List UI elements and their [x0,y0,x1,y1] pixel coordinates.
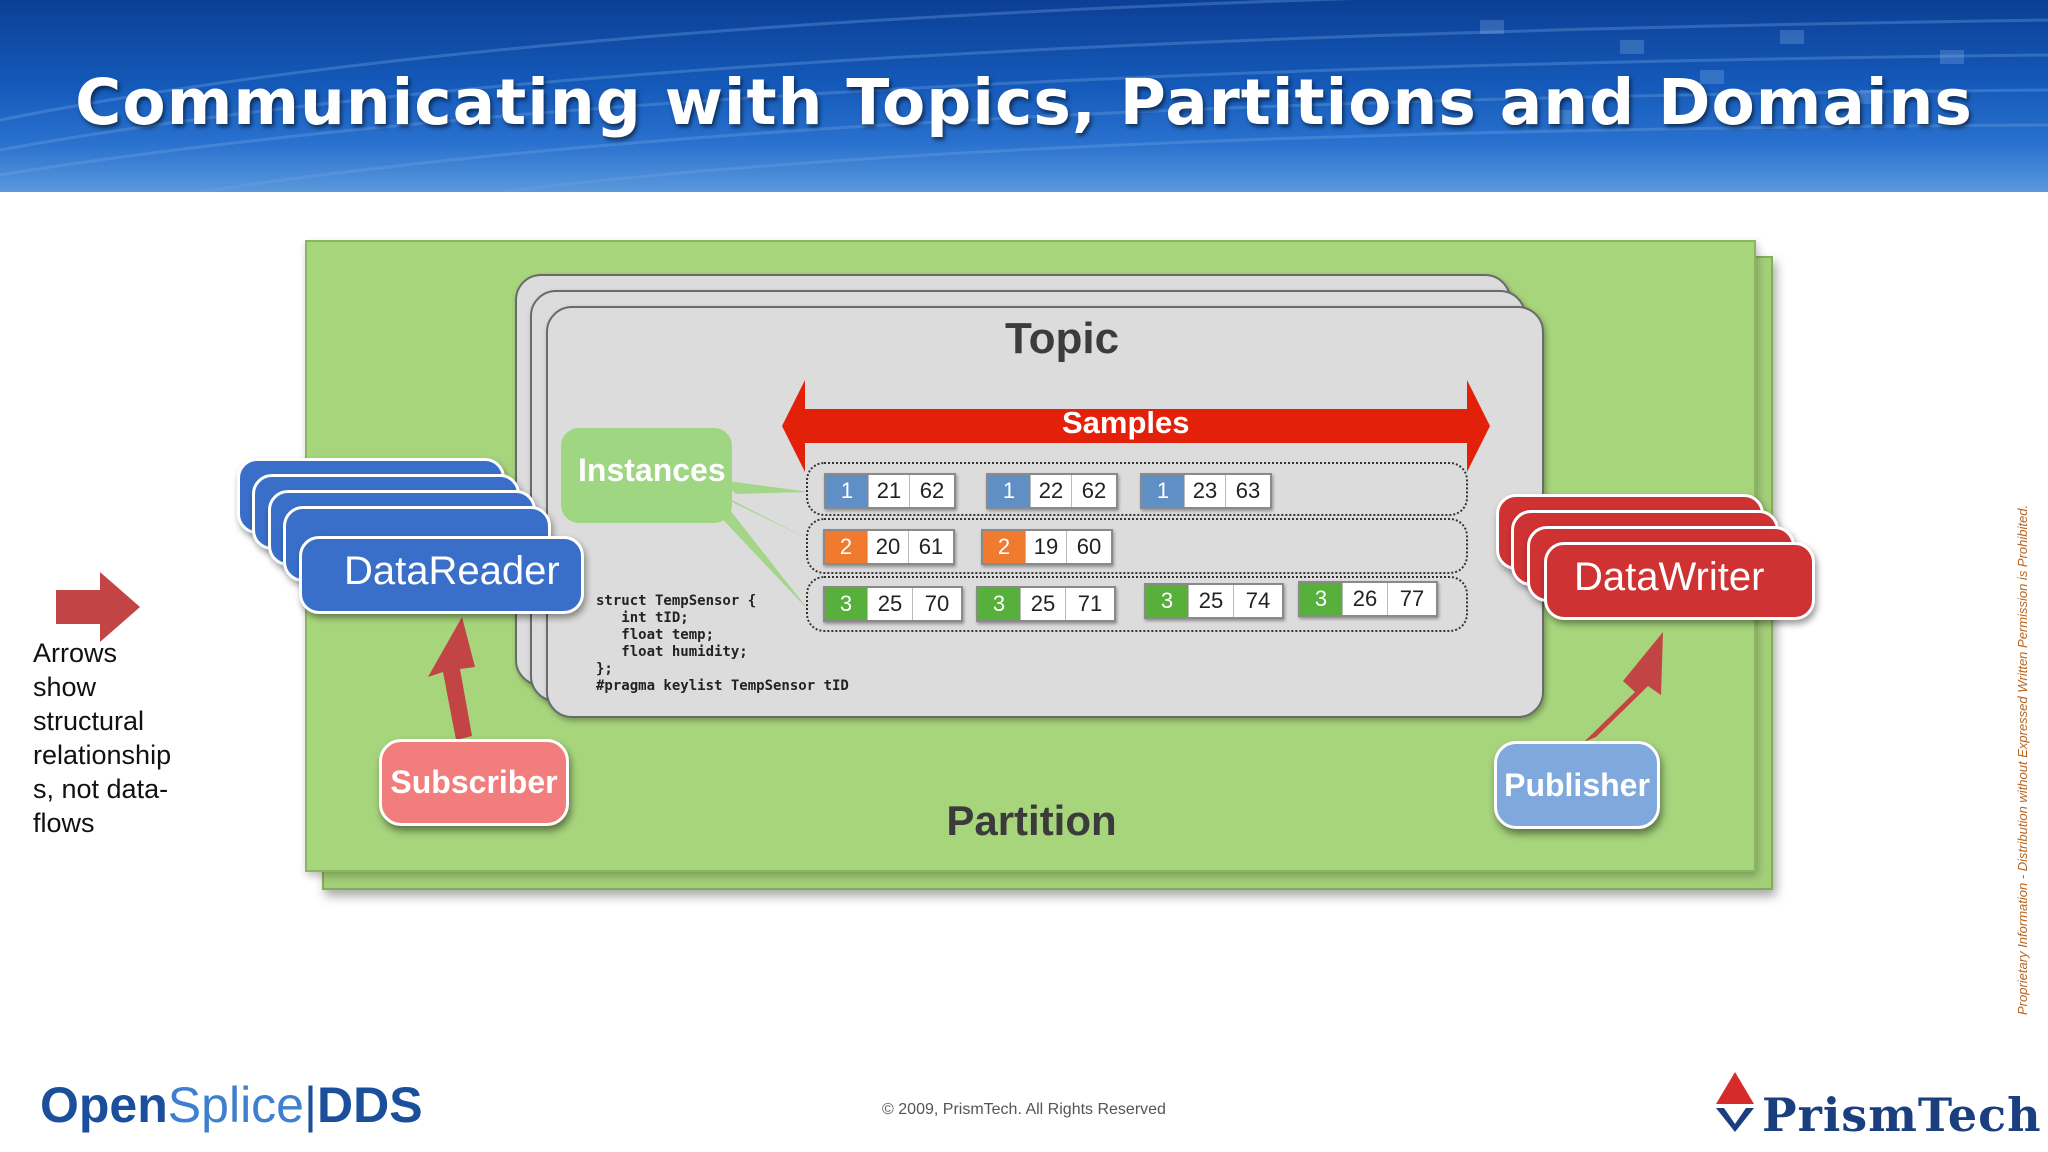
samples-label: Samples [1062,405,1190,440]
subscriber-box: Subscriber [379,739,569,826]
sample-key: 2 [983,531,1026,563]
sample-cell: 1 21 62 [824,473,956,509]
logo-text-splice: Splice [167,1077,304,1133]
datawriter-card [1544,542,1815,620]
sample-key: 1 [1142,475,1185,507]
sample-temp: 19 [1026,531,1067,563]
instances-callout [561,428,732,523]
legend-arrow-icon [56,572,140,642]
sample-humidity: 74 [1245,588,1271,613]
prismtech-logo-icon [1716,1072,1754,1132]
header-banner: Communicating with Topics, Partitions an… [0,0,2048,192]
header-background-graphic [0,0,2048,192]
page-title: Communicating with Topics, Partitions an… [75,66,1973,139]
sample-humidity: 61 [918,534,944,559]
sample-temp: 25 [1189,585,1234,617]
sample-cell: 1 22 62 [986,473,1118,509]
sample-cell: 2 19 60 [981,529,1113,565]
opensplice-dds-logo: OpenSplice|DDS [40,1076,423,1134]
sample-temp: 23 [1185,475,1226,507]
datareader-card [299,536,584,614]
sample-cell: 3 25 71 [976,586,1116,622]
copyright-text: © 2009, PrismTech. All Rights Reserved [882,1101,1166,1118]
sample-humidity: 60 [1076,534,1102,559]
legend-text: Arrows show structural relationship s, n… [33,636,171,840]
logo-separator: | [303,1077,317,1133]
legend-line: Arrows [33,638,118,668]
logo-text-dds: DDS [316,1077,423,1133]
partition-label: Partition [946,797,1117,844]
sample-key: 3 [1146,585,1189,617]
sample-key: 1 [988,475,1031,507]
legend-line: show [33,672,97,702]
sample-cell: 3 25 74 [1144,583,1284,619]
sample-key: 2 [825,531,868,563]
datareader-label: DataReader [344,549,560,593]
sample-humidity: 63 [1235,478,1261,503]
sample-temp: 25 [868,588,913,620]
legend-line: s, not data- [33,774,169,804]
datawriter-label: DataWriter [1574,555,1765,599]
sample-temp: 22 [1031,475,1072,507]
topic-title: Topic [1005,314,1120,363]
instances-label: Instances [578,452,726,488]
sample-temp: 20 [868,531,909,563]
publisher-box: Publisher [1494,741,1660,829]
legend-line: relationship [33,740,172,770]
sample-temp: 26 [1343,583,1388,615]
sample-humidity: 70 [924,591,950,616]
legend-line: structural [33,706,145,736]
instances-callout-pointers [712,480,810,612]
sample-cell: 3 25 70 [823,586,963,622]
sample-cell: 3 26 77 [1298,581,1438,617]
sample-key: 3 [978,588,1021,620]
sample-key: 3 [825,588,868,620]
proprietary-notice: Proprietary Information - Distribution w… [2015,504,2030,1015]
sample-key: 3 [1300,583,1343,615]
sample-temp: 21 [869,475,910,507]
logo-text-open: Open [40,1077,168,1133]
publisher-to-datawriter-arrow [1584,632,1663,742]
sample-cell: 2 20 61 [823,529,955,565]
sample-cell: 1 23 63 [1140,473,1272,509]
sample-humidity: 77 [1399,586,1425,611]
sample-humidity: 62 [919,478,945,503]
legend-line: flows [33,808,95,838]
sample-humidity: 71 [1077,591,1103,616]
sample-key: 1 [826,475,869,507]
prismtech-logo-text: PrismTech [1762,1088,2042,1142]
topic-type-code: struct TempSensor { int tID; float temp;… [596,593,849,694]
samples-double-arrow [782,380,1490,472]
subscriber-to-datareader-arrow [428,617,475,740]
sample-temp: 25 [1021,588,1066,620]
sample-humidity: 62 [1081,478,1107,503]
